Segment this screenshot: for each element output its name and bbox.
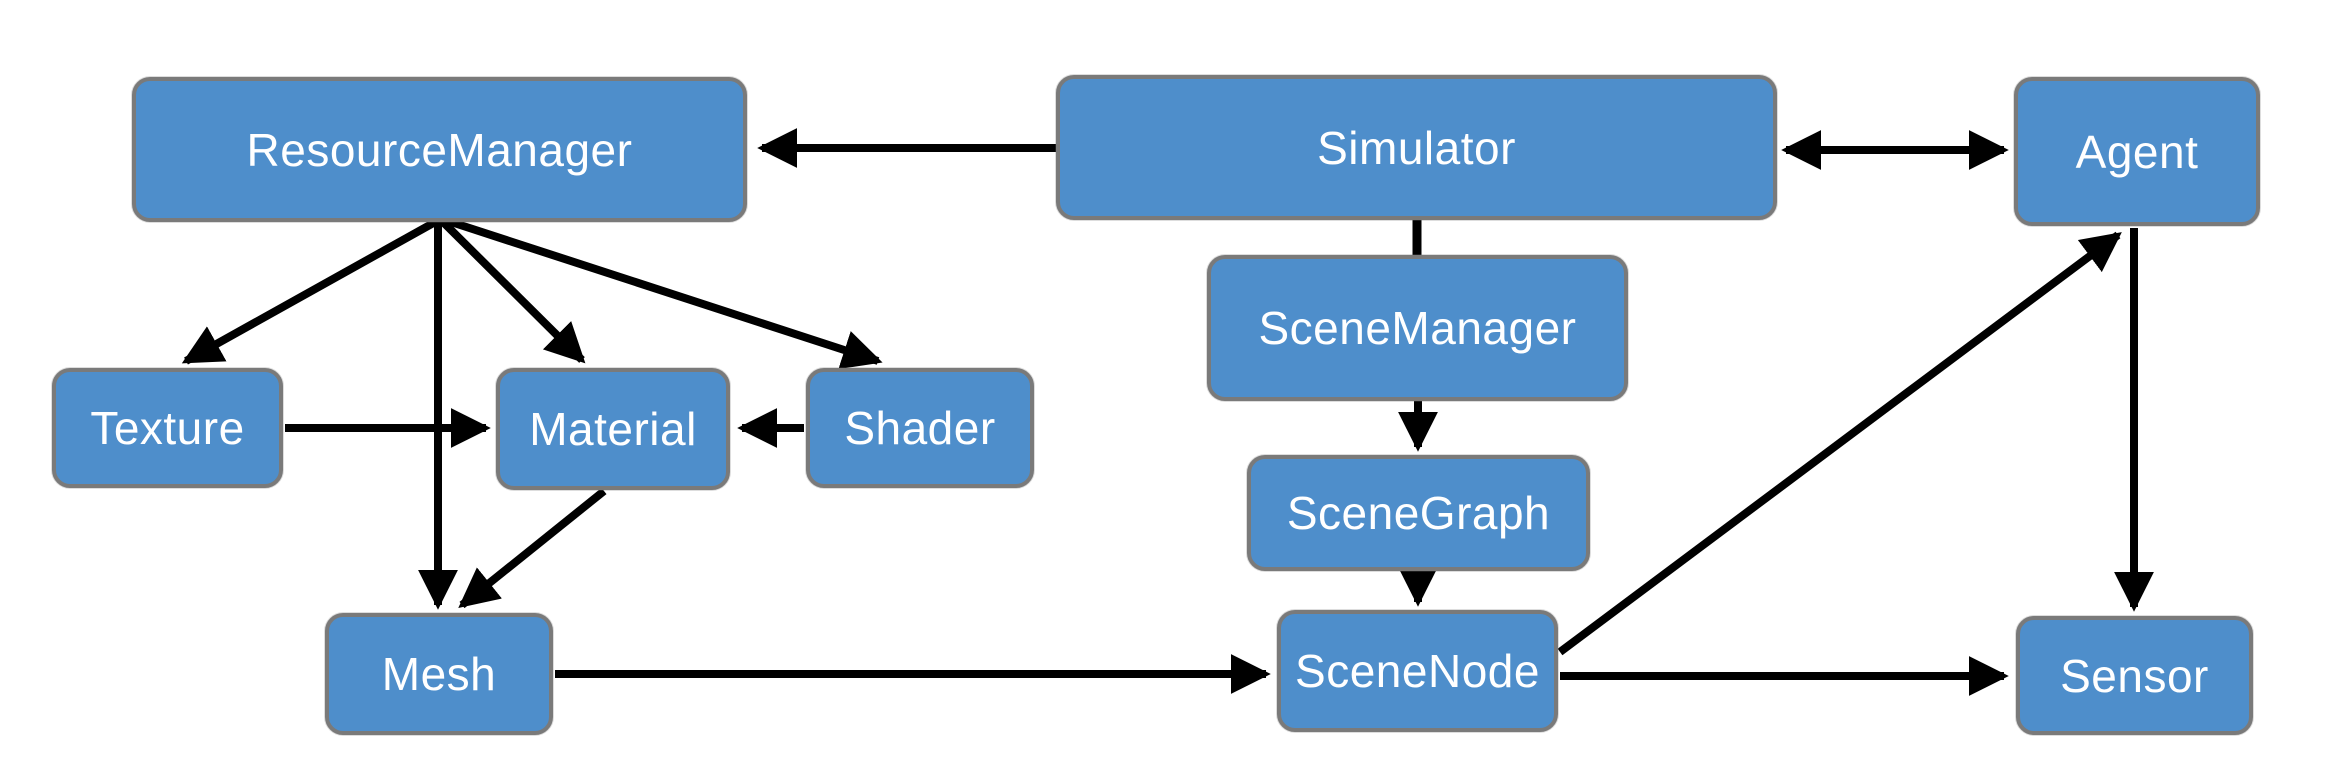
node-shader[interactable]: Shader [806, 368, 1034, 488]
edge-resourcemanager-shader [446, 217, 883, 370]
node-scene-manager[interactable]: SceneManager [1207, 255, 1628, 401]
node-sensor[interactable]: Sensor [2016, 616, 2253, 735]
node-resource-manager[interactable]: ResourceManager [132, 77, 747, 222]
node-simulator[interactable]: Simulator [1056, 75, 1777, 220]
edge-scenenode-agent [1557, 231, 2122, 656]
edge-resourcemanager-texture [181, 217, 439, 365]
node-texture[interactable]: Texture [52, 368, 283, 488]
node-scene-node[interactable]: SceneNode [1277, 610, 1558, 732]
node-mesh[interactable]: Mesh [325, 613, 553, 735]
node-agent[interactable]: Agent [2014, 77, 2260, 226]
node-material[interactable]: Material [496, 368, 730, 490]
edge-material-mesh [458, 487, 607, 609]
node-scene-graph[interactable]: SceneGraph [1247, 455, 1590, 571]
edge-resourcemanager-material [439, 218, 586, 364]
